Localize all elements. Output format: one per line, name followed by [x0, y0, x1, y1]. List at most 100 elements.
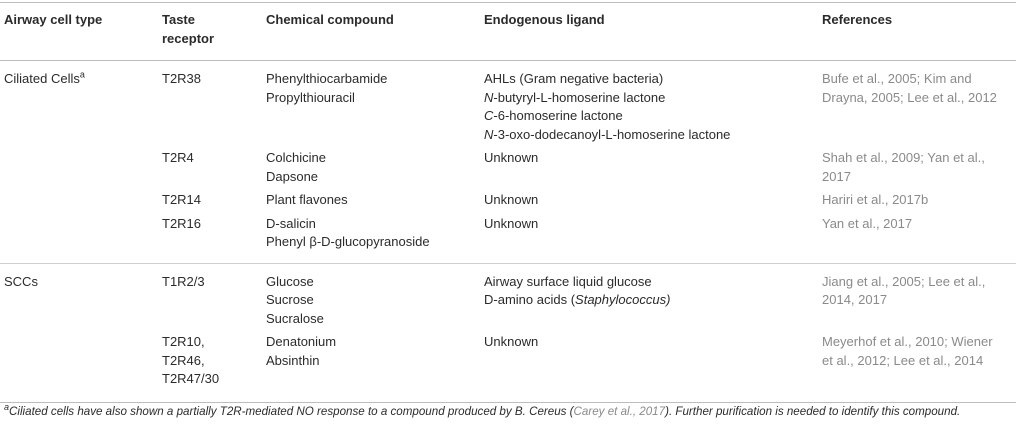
cell-airway-type: Ciliated Cellsa: [0, 61, 158, 145]
taste-receptor-table: Airway cell type Taste receptor Chemical…: [0, 2, 1016, 403]
ligand-line: C-6-homoserine lactone: [484, 107, 818, 126]
cell-endogenous-ligand: AHLs (Gram negative bacteria) N-butyryl-L…: [480, 61, 818, 145]
cell-references: Yan et al., 2017: [818, 210, 1016, 264]
cell-chemical-compound-line: Plant flavones: [266, 192, 348, 207]
cell-references-line[interactable]: Meyerhof et al., 2010; Wiener: [822, 334, 993, 349]
cell-chemical-compound: Plant flavones: [262, 186, 480, 210]
cell-taste-receptor: T2R10, T2R46, T2R47/30: [158, 328, 262, 403]
cell-taste-receptor: T1R2/3: [158, 262, 262, 328]
cell-taste-receptor-line: T2R10,: [162, 334, 205, 349]
table-footnote: aCiliated cells have also shown a partia…: [4, 403, 1014, 422]
cell-taste-receptor: T2R14: [158, 186, 262, 210]
ligand-text-rest: Unknown: [484, 215, 539, 231]
cell-airway-type: [0, 186, 158, 210]
header-references: References: [818, 2, 1016, 61]
cell-taste-receptor-line: T2R4: [162, 150, 194, 165]
ligand-text-rest: Unknown: [484, 334, 539, 349]
footnote-text-before: Ciliated cells have also shown a partial…: [9, 405, 574, 418]
footnote-text-after: ). Further purification is needed to ide…: [665, 405, 961, 418]
ligand-text-rest: -6-homoserine lactone: [493, 108, 623, 123]
cell-references-line[interactable]: 2017: [822, 168, 851, 184]
cell-type-label: Ciliated Cells: [4, 71, 80, 86]
ligand-text-it: C: [484, 108, 494, 123]
header-chemical-compound: Chemical compound: [262, 2, 480, 61]
ligand-text-it: Staphylococcus): [575, 292, 671, 307]
header-endogenous-ligand: Endogenous ligand: [480, 2, 818, 61]
ligand-line: Unknown: [484, 191, 818, 210]
header-taste-receptor: Taste receptor: [158, 2, 262, 61]
ligand-line: N-butyryl-L-homoserine lactone: [484, 89, 818, 108]
cell-references: Hariri et al., 2017b: [818, 186, 1016, 210]
cell-taste-receptor-line: T2R46,: [162, 352, 205, 368]
ligand-text-pre: Airway surface liquid glucose: [484, 273, 652, 289]
cell-references-line[interactable]: Bufe et al., 2005; Kim and: [822, 71, 972, 86]
cell-endogenous-ligand: Unknown: [480, 144, 818, 186]
ligand-text-rest: AHLs (Gram negative bacteria): [484, 71, 664, 86]
cell-references-line[interactable]: Yan et al., 2017: [822, 215, 913, 231]
cell-references-line[interactable]: Jiang et al., 2005; Lee et al.,: [822, 273, 986, 289]
cell-chemical-compound-line: Sucralose: [266, 310, 324, 326]
ligand-line: Unknown: [484, 149, 818, 168]
ligand-text-it: N: [484, 126, 494, 142]
cell-references-line[interactable]: Drayna, 2005; Lee et al., 2012: [822, 89, 997, 105]
cell-airway-type: [0, 328, 158, 403]
cell-taste-receptor-line: T2R16: [162, 215, 202, 231]
footnote-marker-link[interactable]: a: [79, 69, 85, 80]
cell-taste-receptor-line: T2R47/30: [162, 371, 220, 386]
cell-chemical-compound-line: Dapsone: [266, 168, 319, 184]
ligand-text-rest: -3-oxo-dodecanoyl-L-homoserine lactone: [493, 126, 731, 142]
cell-chemical-compound-line: Phenylthiocarbamide: [266, 71, 388, 86]
cell-type-label: SCCs: [4, 273, 38, 289]
cell-taste-receptor: T2R38: [158, 61, 262, 145]
cell-endogenous-ligand: Unknown: [480, 186, 818, 210]
cell-references-line[interactable]: Shah et al., 2009; Yan et al.,: [822, 150, 985, 165]
cell-taste-receptor: T2R4: [158, 144, 262, 186]
cell-references-line[interactable]: et al., 2012; Lee et al., 2014: [822, 352, 984, 368]
cell-taste-receptor: T2R16: [158, 210, 262, 264]
cell-taste-receptor-line: T1R2/3: [162, 273, 205, 289]
cell-chemical-compound-line: Phenyl β-D-glucopyranoside: [266, 234, 430, 249]
table-row: T2R14 Plant flavones Unknown Hariri et al.,…: [0, 186, 1016, 210]
cell-chemical-compound-line: Absinthin: [266, 352, 320, 368]
ligand-line: Airway surface liquid glucose: [484, 273, 818, 292]
ligand-line: Unknown: [484, 333, 818, 352]
ligand-text-rest: Unknown: [484, 192, 539, 207]
cell-references-line[interactable]: Hariri et al., 2017b: [822, 192, 929, 207]
cell-references: Shah et al., 2009; Yan et al., 2017: [818, 144, 1016, 186]
cell-chemical-compound-line: Glucose: [266, 273, 314, 289]
ligand-text-pre: D-amino acids (: [484, 292, 576, 307]
ligand-line: D-amino acids (Staphylococcus): [484, 291, 818, 310]
cell-airway-type: [0, 210, 158, 264]
cell-chemical-compound-line: D-salicin: [266, 215, 316, 231]
cell-references: Meyerhof et al., 2010; Wiener et al., 201…: [818, 328, 1016, 403]
cell-taste-receptor-line: T2R14: [162, 192, 202, 207]
cell-chemical-compound-line: Sucrose: [266, 292, 314, 307]
cell-endogenous-ligand: Unknown: [480, 328, 818, 403]
cell-taste-receptor-line: T2R38: [162, 71, 202, 86]
ligand-line: AHLs (Gram negative bacteria): [484, 70, 818, 89]
footnote-reference-link[interactable]: Carey et al., 2017: [573, 405, 666, 418]
cell-chemical-compound-line: Propylthiouracil: [266, 89, 355, 105]
cell-references-line[interactable]: 2014, 2017: [822, 292, 888, 307]
ligand-text-it: N: [484, 89, 494, 105]
header-cell-type: Airway cell type: [0, 2, 158, 61]
ligand-text-rest: Unknown: [484, 150, 539, 165]
ligand-line: N-3-oxo-dodecanoyl-L-homoserine lactone: [484, 126, 818, 145]
cell-endogenous-ligand: Unknown: [480, 210, 818, 264]
cell-references: Jiang et al., 2005; Lee et al., 2014, 201…: [818, 262, 1016, 328]
cell-airway-type: [0, 144, 158, 186]
cell-chemical-compound-line: Colchicine: [266, 150, 326, 165]
